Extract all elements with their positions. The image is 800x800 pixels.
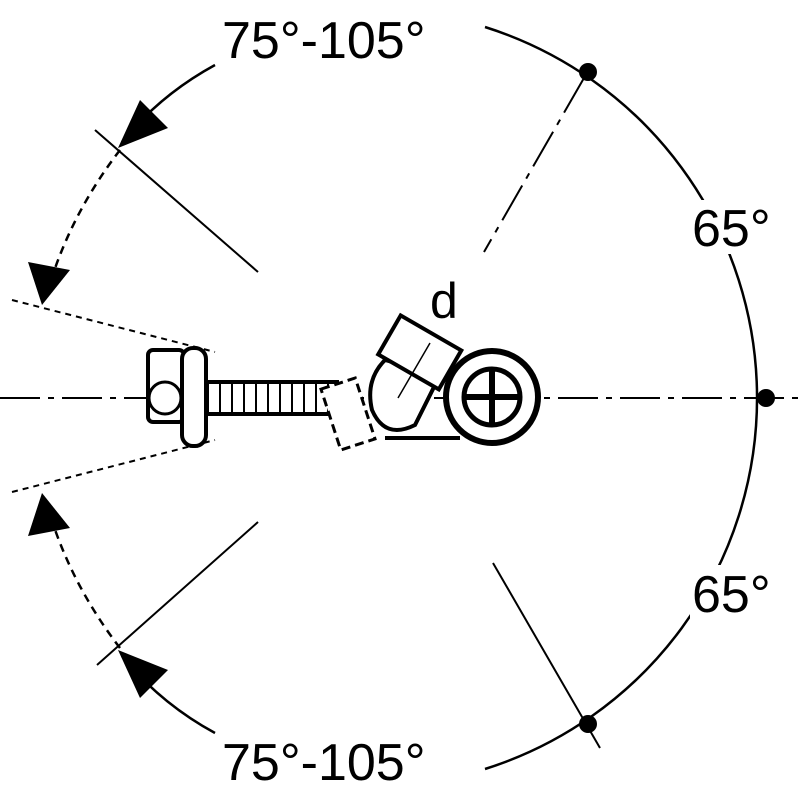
- angle-bottom-label: 75°-105°: [222, 734, 426, 792]
- lower-arrow-head: [118, 650, 168, 698]
- ribbed-pipe: [205, 380, 339, 416]
- angle-right-lower-label: 65°: [692, 566, 771, 624]
- upper-left-limit-line: [94, 129, 259, 273]
- angle-right-upper-label: 65°: [692, 200, 771, 258]
- siphon-device: [146, 312, 541, 452]
- dashed-coupling: [319, 376, 377, 452]
- lower-left-limit-line: [96, 521, 259, 666]
- angle-top-label: 75°-105°: [222, 12, 426, 70]
- rosette: [180, 346, 208, 448]
- upper-right-axis-line: [483, 77, 585, 253]
- lower-dashed-arrow-head: [28, 493, 70, 536]
- elbow-nut: [375, 312, 465, 393]
- lower-dotted-cone-line: [11, 439, 216, 493]
- top-pivot-dot: [579, 63, 597, 81]
- upper-dotted-cone-line: [11, 299, 216, 353]
- dimension-d-label: d: [430, 273, 458, 329]
- label-backdrop: [690, 200, 790, 254]
- upper-arrow-head: [118, 100, 168, 148]
- dimension-d-leader: [397, 342, 431, 399]
- right-pivot-dot: [757, 389, 775, 407]
- bottom-pivot-dot: [579, 715, 597, 733]
- label-backdrop: [690, 565, 790, 619]
- bracket-ring: [147, 380, 183, 416]
- upper-dashed-arrow-head: [28, 262, 70, 305]
